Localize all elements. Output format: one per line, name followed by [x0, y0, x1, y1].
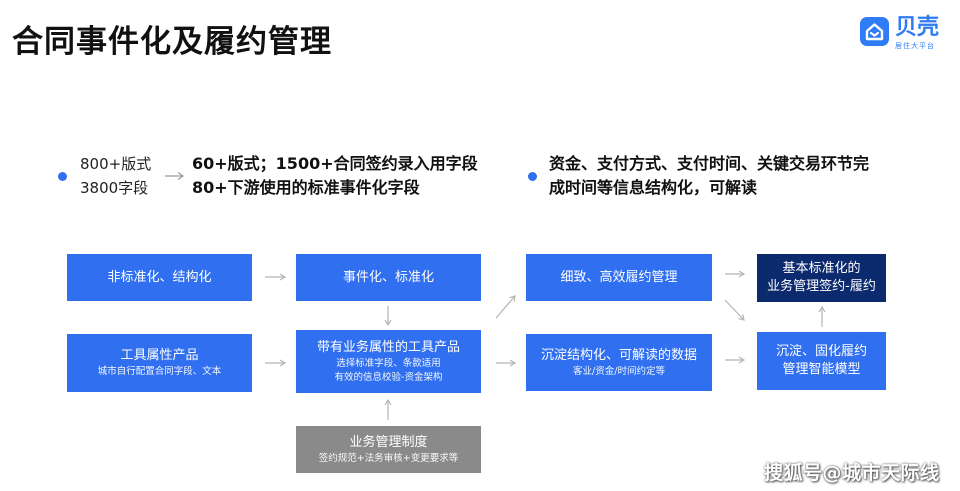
fine-fulfillment-box: 细致、高效履约管理: [526, 254, 712, 301]
box-title: 细致、高效履约管理: [560, 269, 678, 285]
sediment-data-box: 沉淀结构化、可解读的数据 客业/资金/时间约定等: [526, 334, 712, 391]
biz-mgmt-box: 业务管理制度 签约规范+法务审核+变更要求等: [296, 426, 481, 473]
structured-info-summary: 资金、支付方式、支付时间、关键交易环节完 成时间等信息结构化，可解读: [549, 152, 869, 200]
box-subtitle: 签约规范+法务审核+变更要求等: [318, 452, 459, 464]
arrow-fine-to-solidify: [724, 299, 745, 321]
box-title: 带有业务属性的工具产品: [316, 339, 460, 355]
logo-tagline: 居住大平台: [895, 42, 935, 50]
logo-name: 贝壳: [895, 15, 940, 40]
box-title: 沉淀、固化履约: [775, 344, 867, 359]
solidify-model-box: 沉淀、固化履约 管理智能模型: [757, 332, 886, 390]
house-logo-icon: [860, 17, 889, 46]
eventized-box: 事件化、标准化: [296, 254, 481, 301]
box-title: 工具属性产品: [120, 348, 199, 363]
bullet-dot-right: [528, 172, 537, 181]
nonstandard-box: 非标准化、结构化: [67, 254, 252, 301]
summary-line: 资金、支付方式、支付时间、关键交易环节完: [549, 154, 870, 173]
right-arrow-icon: [165, 172, 185, 180]
box-title: 业务管理签约-履约: [767, 279, 876, 294]
tool-product-box: 工具属性产品 城市自行配置合同字段、文本: [67, 334, 252, 392]
brand-logo: 贝壳 居住大平台: [860, 15, 950, 50]
box-subtitle: 城市自行配置合同字段、文本: [97, 366, 222, 377]
box-title: 基本标准化的: [782, 261, 861, 276]
box-title: 业务管理制度: [349, 434, 428, 450]
standardized-fields-summary: 60+版式；1500+合同签约录入用字段 80+下游使用的标准事件化字段: [192, 152, 478, 200]
arrow-biztool-to-fine: [495, 295, 516, 319]
summary-line: 80+下游使用的标准事件化字段: [192, 178, 420, 197]
box-subtitle: 选择标准字段、条款适用: [336, 357, 441, 369]
watermark: 搜狐号@城市天际线: [764, 462, 940, 484]
bullet-dot-left: [58, 172, 67, 181]
basic-standardized-box: 基本标准化的 业务管理签约-履约: [757, 254, 886, 302]
version-stat-line: 3800字段: [80, 179, 149, 197]
version-stat-line: 800+版式: [80, 155, 152, 173]
summary-line: 成时间等信息结构化，可解读: [549, 178, 758, 197]
box-title: 沉淀结构化、可解读的数据: [540, 347, 697, 363]
box-title: 非标准化、结构化: [107, 269, 212, 285]
page-title: 合同事件化及履约管理: [12, 24, 332, 60]
box-title: 管理智能模型: [782, 362, 861, 377]
summary-line: 60+版式；1500+合同签约录入用字段: [192, 154, 478, 173]
box-subtitle: 有效的信息校验-资金架构: [334, 371, 443, 383]
biz-tool-box: 带有业务属性的工具产品 选择标准字段、条款适用 有效的信息校验-资金架构: [296, 330, 481, 393]
version-stats: 800+版式 3800字段: [80, 152, 151, 200]
box-title: 事件化、标准化: [342, 269, 434, 285]
box-subtitle: 客业/资金/时间约定等: [573, 365, 665, 377]
